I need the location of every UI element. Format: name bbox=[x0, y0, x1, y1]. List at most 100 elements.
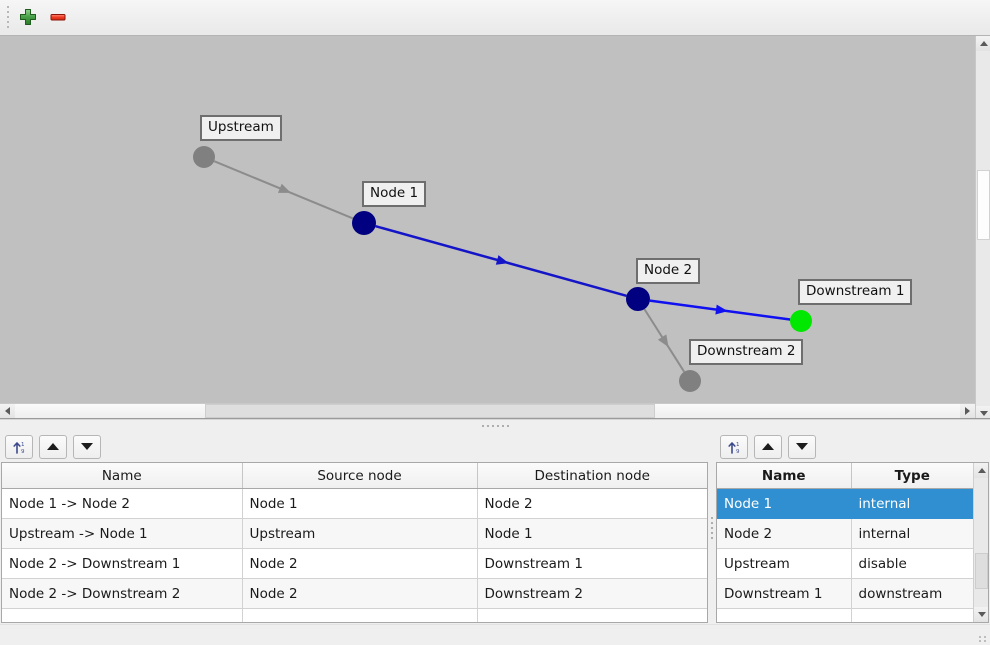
triangle-up-icon bbox=[979, 40, 988, 46]
edge-source-node[interactable]: Node 1 bbox=[242, 488, 478, 520]
graph-node-node2[interactable] bbox=[626, 286, 650, 311]
triangle-down-icon bbox=[796, 443, 808, 451]
graph-node-label-downstream2[interactable]: Downstream 2 bbox=[689, 338, 804, 365]
triangle-up-icon bbox=[977, 467, 986, 473]
svg-text:9: 9 bbox=[21, 449, 25, 455]
scrollbar-track[interactable] bbox=[15, 403, 960, 418]
scroll-up-button[interactable] bbox=[974, 462, 988, 478]
triangle-down-icon bbox=[977, 611, 986, 617]
scroll-right-button[interactable] bbox=[960, 403, 975, 418]
scroll-up-button[interactable] bbox=[976, 35, 990, 51]
horizontal-splitter[interactable] bbox=[0, 418, 990, 432]
edge-name[interactable]: Node 2 -> Downstream 2 bbox=[2, 578, 243, 610]
resize-grip[interactable] bbox=[979, 636, 987, 643]
nodes-move-down-button[interactable] bbox=[788, 434, 816, 459]
table-empty-row bbox=[717, 608, 973, 622]
sort-ascending-icon: 1 9 bbox=[12, 442, 25, 455]
edge-source-node[interactable]: Node 2 bbox=[242, 578, 478, 610]
edge-destination-node[interactable]: Downstream 2 bbox=[477, 578, 707, 610]
scrollbar-thumb[interactable] bbox=[977, 170, 990, 241]
status-bar bbox=[0, 623, 990, 645]
column-header-name[interactable]: Name bbox=[2, 462, 243, 490]
column-header-name[interactable]: Name bbox=[717, 462, 852, 490]
empty-cell bbox=[717, 608, 852, 622]
empty-cell bbox=[2, 608, 243, 622]
edge-name[interactable]: Node 2 -> Downstream 1 bbox=[2, 548, 243, 580]
edges-move-up-button[interactable] bbox=[39, 434, 67, 459]
node-name[interactable]: Node 1 bbox=[717, 488, 852, 520]
triangle-down-icon bbox=[81, 443, 93, 451]
empty-cell bbox=[242, 608, 478, 622]
svg-text:1: 1 bbox=[21, 442, 25, 448]
graph-node-downstream2[interactable] bbox=[679, 369, 701, 392]
canvas-vertical-scrollbar[interactable] bbox=[975, 35, 990, 418]
column-header-type[interactable]: Type bbox=[851, 462, 973, 490]
edge-destination-node[interactable]: Node 1 bbox=[477, 518, 707, 550]
graph-edge-arrowhead-node2-downstream1 bbox=[715, 304, 728, 314]
column-header-source[interactable]: Source node bbox=[242, 462, 478, 490]
graph-node-node1[interactable] bbox=[352, 210, 376, 235]
graph-node-label-upstream[interactable]: Upstream bbox=[200, 114, 282, 141]
nodes-move-up-button[interactable] bbox=[754, 434, 782, 459]
edge-destination-node[interactable]: Node 2 bbox=[477, 488, 707, 520]
edge-destination-node[interactable]: Downstream 1 bbox=[477, 548, 707, 580]
edge-source-node[interactable]: Node 2 bbox=[242, 548, 478, 580]
graph-node-upstream[interactable] bbox=[193, 145, 215, 168]
graph-node-label-node2[interactable]: Node 2 bbox=[636, 257, 701, 284]
triangle-down-icon bbox=[979, 410, 988, 416]
scrollbar-thumb[interactable] bbox=[205, 403, 655, 418]
edges-toolbar: 1 9 bbox=[0, 431, 709, 462]
canvas-horizontal-scrollbar[interactable] bbox=[0, 402, 975, 418]
node-name[interactable]: Downstream 1 bbox=[717, 578, 852, 610]
vertical-splitter[interactable] bbox=[709, 431, 715, 624]
node-type[interactable]: internal bbox=[851, 518, 973, 550]
triangle-right-icon bbox=[965, 406, 970, 415]
nodes-table-vertical-scrollbar[interactable] bbox=[973, 462, 988, 622]
column-header-destination[interactable]: Destination node bbox=[477, 462, 707, 490]
svg-text:1: 1 bbox=[736, 442, 740, 448]
add-button[interactable] bbox=[13, 3, 43, 31]
graph-node-label-node1[interactable]: Node 1 bbox=[362, 180, 427, 207]
svg-text:9: 9 bbox=[736, 449, 740, 455]
edge-name[interactable]: Node 1 -> Node 2 bbox=[2, 488, 243, 520]
nodes-sort-button[interactable]: 1 9 bbox=[720, 434, 748, 459]
scroll-down-button[interactable] bbox=[974, 606, 988, 622]
edges-move-down-button[interactable] bbox=[73, 434, 101, 459]
splitter-grip bbox=[481, 424, 509, 427]
node-type[interactable]: downstream bbox=[851, 578, 973, 610]
minus-icon bbox=[50, 14, 66, 21]
node-type[interactable]: internal bbox=[851, 488, 973, 520]
scroll-left-button[interactable] bbox=[0, 403, 15, 418]
scrollbar-thumb[interactable] bbox=[975, 552, 988, 589]
scroll-down-button[interactable] bbox=[976, 405, 990, 418]
graph-node-label-downstream1[interactable]: Downstream 1 bbox=[798, 278, 913, 305]
edges-panel: 1 9 Name Source bbox=[0, 431, 709, 624]
edges-table[interactable]: Name Source node Destination node Node 1… bbox=[2, 462, 707, 622]
graph-node-downstream1[interactable] bbox=[790, 309, 812, 332]
edges-table-box: Name Source node Destination node Node 1… bbox=[1, 461, 708, 623]
edge-name[interactable]: Upstream -> Node 1 bbox=[2, 518, 243, 550]
triangle-left-icon bbox=[5, 406, 10, 415]
node-name[interactable]: Node 2 bbox=[717, 518, 852, 550]
node-name[interactable]: Upstream bbox=[717, 548, 852, 580]
edges-sort-button[interactable]: 1 9 bbox=[5, 434, 33, 459]
node-type[interactable]: disable bbox=[851, 548, 973, 580]
edge-source-node[interactable]: Upstream bbox=[242, 518, 478, 550]
plus-icon bbox=[20, 9, 36, 26]
toolbar-drag-handle[interactable] bbox=[3, 3, 13, 31]
remove-button[interactable] bbox=[43, 3, 73, 31]
